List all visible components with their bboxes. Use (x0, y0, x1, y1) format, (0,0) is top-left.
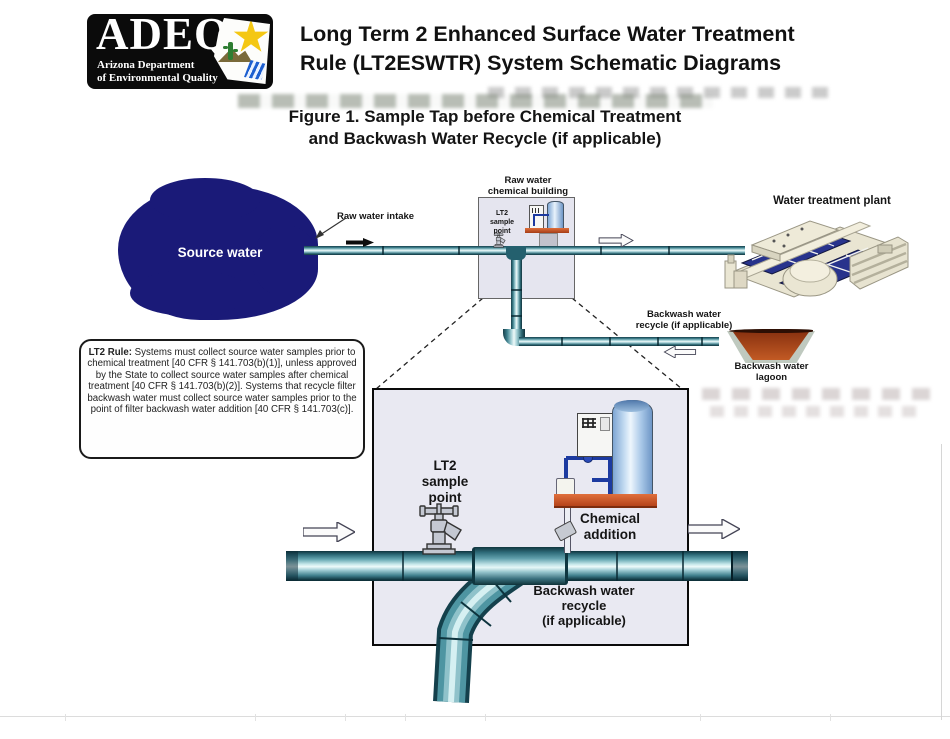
flow-arrow-outline-left (663, 346, 697, 358)
pipe-joint (668, 246, 670, 255)
flow-arrow-outline (303, 522, 355, 542)
intake-pointer-arrow (315, 217, 347, 239)
backwash-recycle-pipe (519, 337, 719, 346)
scan-tick (255, 714, 256, 721)
figure-caption: Figure 1. Sample Tap before Chemical Tre… (225, 106, 745, 150)
page-title: Long Term 2 Enhanced Surface Water Treat… (300, 20, 860, 77)
chemical-piping-small (533, 214, 549, 216)
building-label-line1: Raw water (504, 175, 552, 186)
pipe-joint (561, 337, 563, 346)
chemical-label-line1: Chemical (579, 511, 641, 526)
cactus-icon (223, 42, 238, 60)
scan-tick (65, 714, 66, 721)
river-icon (244, 60, 266, 80)
pipe-joint (682, 551, 684, 581)
lagoon-rim (729, 329, 813, 333)
scan-tick (700, 714, 701, 721)
scan-ghost-text (488, 87, 833, 98)
figure-caption-line1: Figure 1. Sample Tap before Chemical Tre… (288, 107, 682, 126)
flow-arrow-outline (598, 234, 634, 247)
scan-tick (405, 714, 406, 721)
source-water-body (252, 225, 318, 297)
backwash-lagoon-label: Backwash water lagoon (724, 361, 819, 384)
recycle-label-line2: recycle (if applicable) (635, 320, 733, 332)
pipe-joint (657, 337, 659, 346)
lagoon-label-line2: lagoon (755, 372, 788, 384)
source-water-label: Source water (177, 245, 263, 260)
detail-backwash-line1: Backwash water (533, 583, 635, 598)
detail-sample-line2: sample (421, 473, 469, 489)
backwash-tee-collar (472, 547, 568, 585)
scan-ghost-text (710, 406, 925, 417)
detail-sample-line3: point (428, 489, 462, 505)
tee-fitting (506, 246, 526, 260)
pipe-joint (616, 551, 618, 581)
chemical-tank-small (547, 201, 564, 230)
sample-tap-icon-small (493, 232, 506, 248)
scan-edge-artifact (941, 444, 942, 720)
figure-caption-line2: and Backwash Water Recycle (if applicabl… (308, 128, 662, 148)
backwash-recycle-label: Backwash water recycle (if applicable) (600, 309, 768, 332)
pipe-joint (458, 246, 460, 255)
pipe-joint (402, 551, 404, 581)
backwash-riser-pipe (511, 253, 522, 337)
sample-label-line1: LT2 (496, 210, 508, 217)
chemical-addition-label: Chemical addition (563, 511, 657, 543)
scan-ghost-text (702, 388, 940, 400)
lt2-rule-body: Systems must collect source water sample… (87, 347, 357, 416)
building-label-line2: chemical building (487, 186, 569, 198)
chemical-tank (612, 400, 653, 500)
chemical-piping-small (533, 214, 535, 226)
flow-arrow-black (346, 238, 374, 247)
pipe-joint (600, 246, 602, 255)
building-sample-point-label: LT2 sample point (484, 209, 520, 236)
lt2-rule-note: LT2 Rule: Systems must collect source wa… (79, 339, 365, 459)
pipe-joint (511, 315, 522, 317)
lt2-rule-lead: LT2 Rule: (88, 347, 132, 358)
detail-sample-point-label: LT2 sample point (405, 458, 485, 506)
sample-tap-icon (419, 503, 462, 555)
scan-ghost-text (238, 94, 713, 108)
pipe-end-cap (731, 551, 748, 581)
sample-label-line2: sample (489, 219, 515, 227)
source-water-body (150, 178, 260, 222)
water-treatment-plant-label: Water treatment plant (773, 195, 891, 207)
sun-icon (233, 19, 269, 52)
page-title-line2: Rule (LT2ESWTR) System Schematic Diagram… (300, 50, 782, 75)
adeq-logo-dept-line1: Arizona Department (97, 59, 195, 71)
source-water-body (130, 270, 250, 316)
adeq-logo-acronym: ADEQ (96, 9, 231, 59)
building-label: Raw water chemical building (468, 175, 588, 198)
detail-backwash-line2: recycle (561, 597, 607, 613)
detail-sample-line1: LT2 (433, 458, 457, 473)
chemical-label-line2: addition (583, 527, 637, 543)
scan-tick (345, 714, 346, 721)
pipe-joint (701, 337, 703, 346)
equipment-shelf-small (525, 228, 569, 233)
water-treatment-plant-graphic (724, 220, 909, 298)
pipe-joint (511, 289, 522, 291)
backwash-lagoon-graphic (727, 329, 815, 363)
page-title-line1: Long Term 2 Enhanced Surface Water Treat… (300, 22, 795, 46)
scan-tick (485, 714, 486, 721)
pipe-end-cap (286, 551, 298, 581)
equipment-shelf (554, 494, 657, 508)
scan-tick (830, 714, 831, 721)
pipe-joint (382, 246, 384, 255)
sample-label-line3: point (493, 228, 511, 236)
flow-arrow-outline (688, 519, 740, 539)
scan-line-artifact (0, 716, 950, 717)
chemical-feed-cabinet-small (529, 205, 544, 230)
pipe-joint (609, 337, 611, 346)
recycle-label-line1: Backwash water (647, 309, 721, 320)
arizona-state-graphic (214, 18, 270, 84)
detail-backwash-label: Backwash water recycle (if applicable) (500, 583, 668, 629)
chemical-feed-cabinet (577, 413, 613, 457)
adeq-logo-dept-line2: of Environmental Quality (97, 72, 218, 84)
detail-backwash-line3: (if applicable) (542, 612, 626, 628)
lagoon-label-line1: Backwash water (734, 361, 809, 372)
adeq-logo: ADEQ Arizona Department of Environmental… (87, 9, 273, 89)
raw-water-intake-label: Raw water intake (337, 211, 415, 222)
